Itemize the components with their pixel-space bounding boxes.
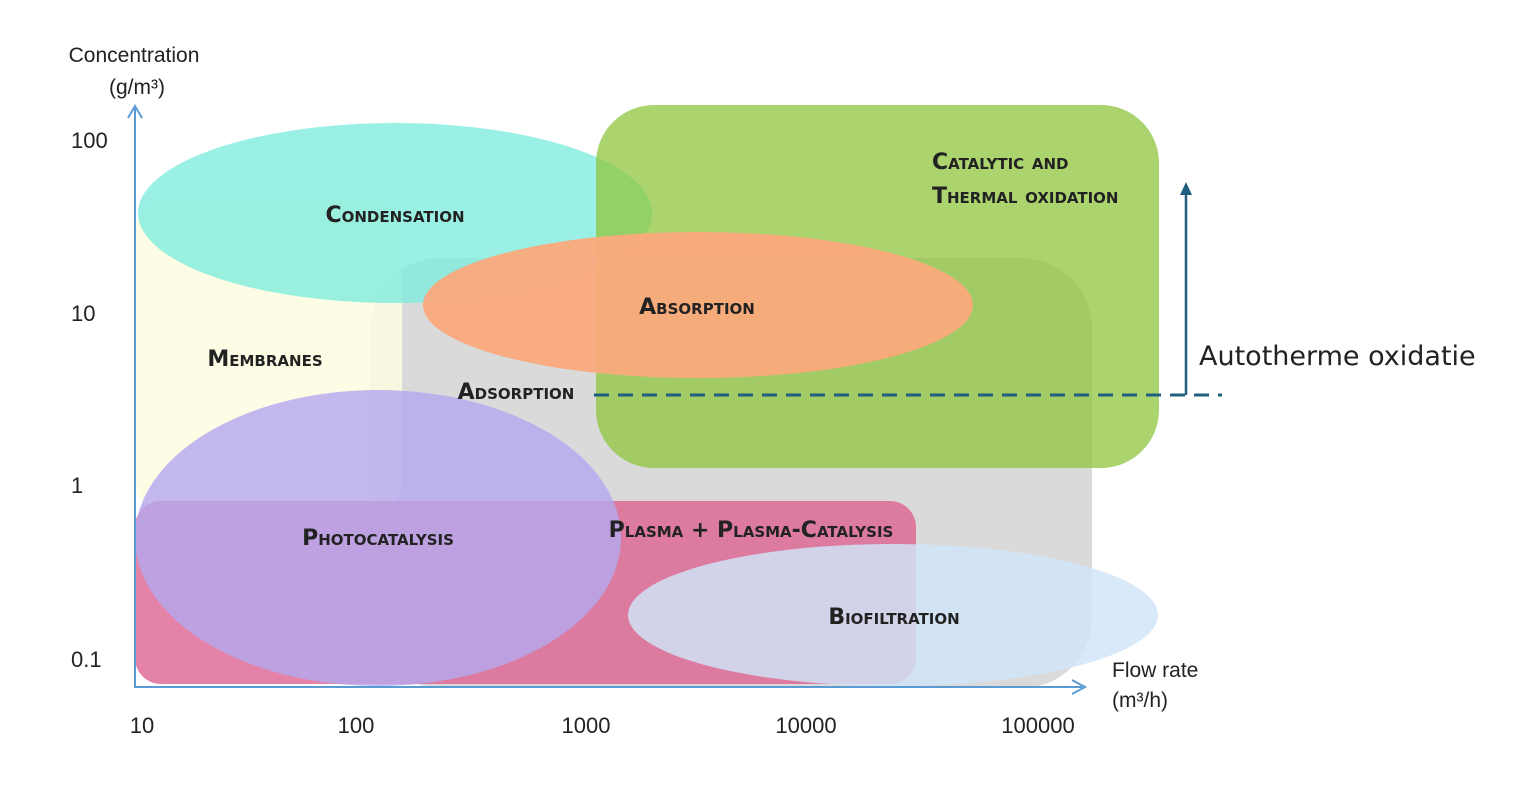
- y-axis-label-line2: (g/m³): [109, 76, 165, 99]
- absorption-region: [423, 232, 973, 378]
- absorption-label: Absorption: [639, 295, 755, 320]
- x-tick-label: 10: [130, 713, 154, 738]
- x-tick-label: 100: [338, 713, 375, 738]
- x-axis-arrowhead: [1071, 679, 1088, 695]
- x-axis-label-line2: (m³/h): [1112, 689, 1168, 712]
- autotherme-oxidatie-label: Autotherme oxidatie: [1199, 341, 1476, 372]
- y-axis-label-line1: Concentration: [69, 44, 200, 67]
- x-axis-label-line1: Flow rate: [1112, 659, 1198, 682]
- x-tick-label: 1000: [562, 713, 611, 738]
- photocatalysis-label: Photocatalysis: [302, 526, 454, 551]
- membranes-label: Membranes: [207, 347, 322, 372]
- biofiltration-region: [628, 544, 1158, 686]
- y-tick-label: 100: [71, 128, 108, 153]
- y-tick-label: 10: [71, 301, 95, 326]
- y-tick-label: 0.1: [71, 647, 102, 672]
- biofiltration-label: Biofiltration: [828, 605, 959, 630]
- x-tick-label: 100000: [1001, 713, 1074, 738]
- catalytic-label-line2: Thermal oxidation: [932, 184, 1119, 209]
- adsorption-label: Adsorption: [458, 380, 575, 405]
- catalytic-label-line1: Catalytic and: [932, 150, 1068, 175]
- condensation-label: Condensation: [325, 203, 464, 228]
- autotherme-arrow-head: [1180, 182, 1192, 195]
- y-axis-arrowhead: [127, 104, 143, 119]
- y-tick-label: 1: [71, 473, 83, 498]
- photocatalysis-region: [135, 390, 621, 686]
- x-tick-label: 10000: [775, 713, 836, 738]
- plasma-label: Plasma + Plasma-Catalysis: [609, 518, 894, 543]
